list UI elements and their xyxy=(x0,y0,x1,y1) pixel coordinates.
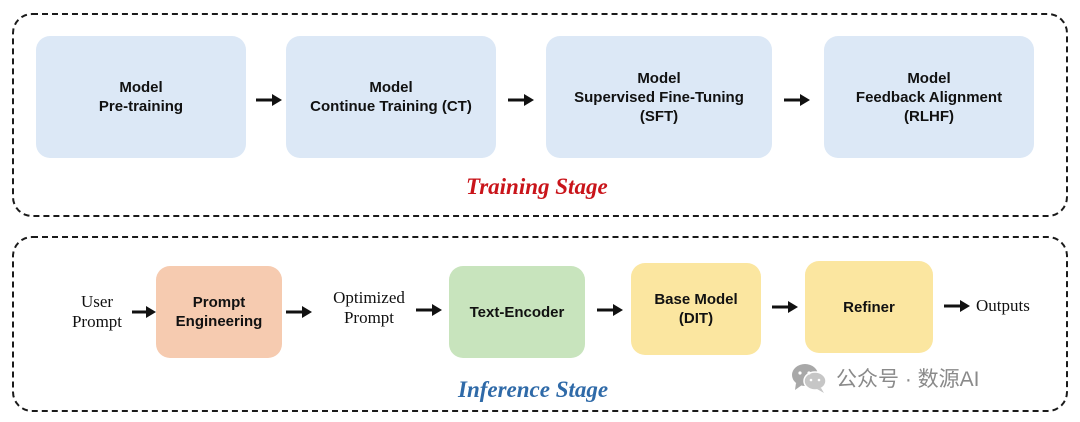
arrow-right-icon xyxy=(944,300,970,312)
outputs-label: Outputs xyxy=(976,296,1030,315)
text-encoder-line-1: Text-Encoder xyxy=(469,303,565,321)
pretraining-line-2: Pre-training xyxy=(98,98,184,115)
prompt-engineering-line-1: Prompt xyxy=(192,294,246,311)
prompt-engineering-line-2: Engineering xyxy=(175,313,263,330)
training-stage-label: Training Stage xyxy=(466,174,608,199)
continue-training-box: Model Continue Training (CT) xyxy=(286,36,496,158)
inference-stage-container xyxy=(12,236,1068,412)
base-model-line-2: (DIT) xyxy=(678,310,714,327)
arrow-right-icon xyxy=(416,304,442,316)
sft-line-2: Supervised Fine-Tuning xyxy=(574,88,744,106)
pretraining-box: Model Pre-training xyxy=(36,36,246,158)
refiner-box: Refiner xyxy=(805,261,933,353)
optimized-prompt-label: Optimized Prompt xyxy=(316,288,422,328)
continue-training-line-1: Model xyxy=(369,79,413,96)
prompt-engineering-box: Prompt Engineering xyxy=(156,266,282,358)
arrow-right-icon xyxy=(256,94,282,106)
arrow-right-icon xyxy=(286,306,312,318)
arrow-right-icon xyxy=(597,304,623,316)
base-model-box: Base Model (DIT) xyxy=(631,263,761,355)
sft-line-1: Model xyxy=(637,69,681,87)
optimized-prompt-line-2: Prompt xyxy=(343,308,395,327)
rlhf-line-1: Model xyxy=(907,69,951,87)
arrow-right-icon xyxy=(784,94,810,106)
optimized-prompt-line-1: Optimized xyxy=(333,288,405,307)
arrow-right-icon xyxy=(772,301,798,313)
wechat-icon xyxy=(792,364,827,393)
rlhf-box: Model Feedback Alignment (RLHF) xyxy=(824,36,1034,158)
arrow-right-icon xyxy=(132,306,156,318)
arrow-right-icon xyxy=(508,94,534,106)
training-stage-container xyxy=(12,13,1068,217)
rlhf-line-3: (RLHF) xyxy=(904,107,954,125)
sft-box: Model Supervised Fine-Tuning (SFT) xyxy=(546,36,772,158)
continue-training-line-2: Continue Training (CT) xyxy=(310,98,472,115)
sft-line-3: (SFT) xyxy=(639,107,679,125)
text-encoder-box: Text-Encoder xyxy=(449,266,585,358)
rlhf-line-2: Feedback Alignment xyxy=(855,88,1003,106)
inference-stage-label: Inference Stage xyxy=(458,377,609,402)
user-prompt-line-2: Prompt xyxy=(71,312,123,331)
watermark-text: 公众号 · 数源AI xyxy=(836,368,980,391)
user-prompt-line-1: User xyxy=(80,292,114,311)
pretraining-line-1: Model xyxy=(119,79,163,96)
watermark: 公众号 · 数源AI xyxy=(790,361,980,395)
user-prompt-label: User Prompt xyxy=(60,292,134,332)
base-model-line-1: Base Model xyxy=(654,291,738,308)
refiner-line-1: Refiner xyxy=(843,298,895,316)
